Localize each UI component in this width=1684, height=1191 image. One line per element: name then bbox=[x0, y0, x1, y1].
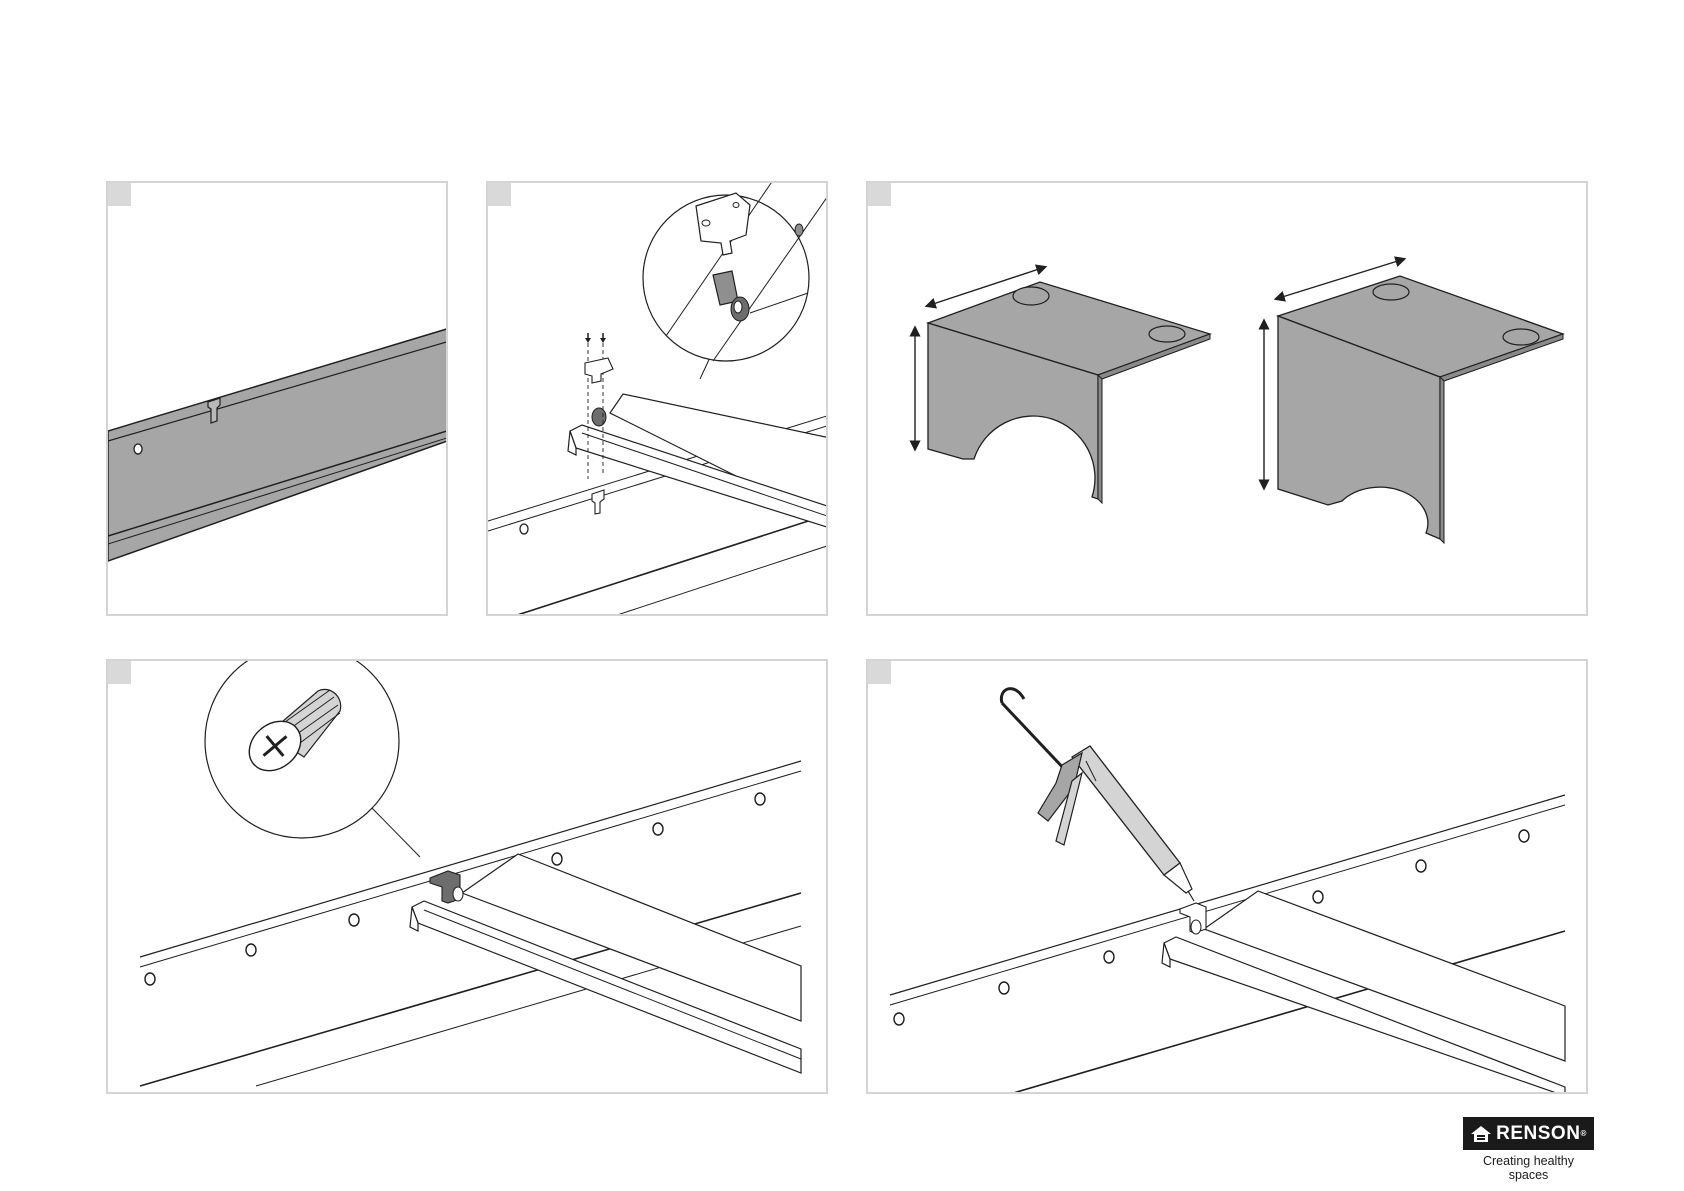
step-panel-2 bbox=[486, 181, 828, 616]
profile-illustration bbox=[108, 183, 448, 616]
step-panel-5 bbox=[866, 659, 1588, 1094]
step-panel-1 bbox=[106, 181, 448, 616]
step-marker-5 bbox=[868, 661, 891, 684]
brand-name: RENSON bbox=[1496, 1123, 1580, 1145]
brand-tagline: Creating healthy spaces bbox=[1463, 1154, 1594, 1182]
caulking-gun-icon bbox=[1001, 689, 1194, 901]
bracket-variants-illustration bbox=[868, 183, 1588, 616]
sealant-application-illustration bbox=[868, 661, 1588, 1094]
renson-logo: RENSON® bbox=[1463, 1117, 1594, 1150]
registered-mark: ® bbox=[1580, 1129, 1586, 1138]
step-panel-3 bbox=[866, 181, 1588, 616]
step-marker-2 bbox=[488, 183, 511, 206]
bracket-with-large-cutout bbox=[915, 268, 1210, 503]
step-marker-1 bbox=[108, 183, 131, 206]
house-icon bbox=[1470, 1125, 1492, 1143]
step-marker-3 bbox=[868, 183, 891, 206]
step-marker-4 bbox=[108, 661, 131, 684]
brand-block: RENSON® Creating healthy spaces bbox=[1463, 1117, 1594, 1182]
clip-insertion-illustration bbox=[488, 183, 828, 616]
screw-fixing-illustration bbox=[108, 661, 828, 1094]
bracket-with-small-cutout bbox=[1264, 260, 1563, 543]
step-panel-4 bbox=[106, 659, 828, 1094]
